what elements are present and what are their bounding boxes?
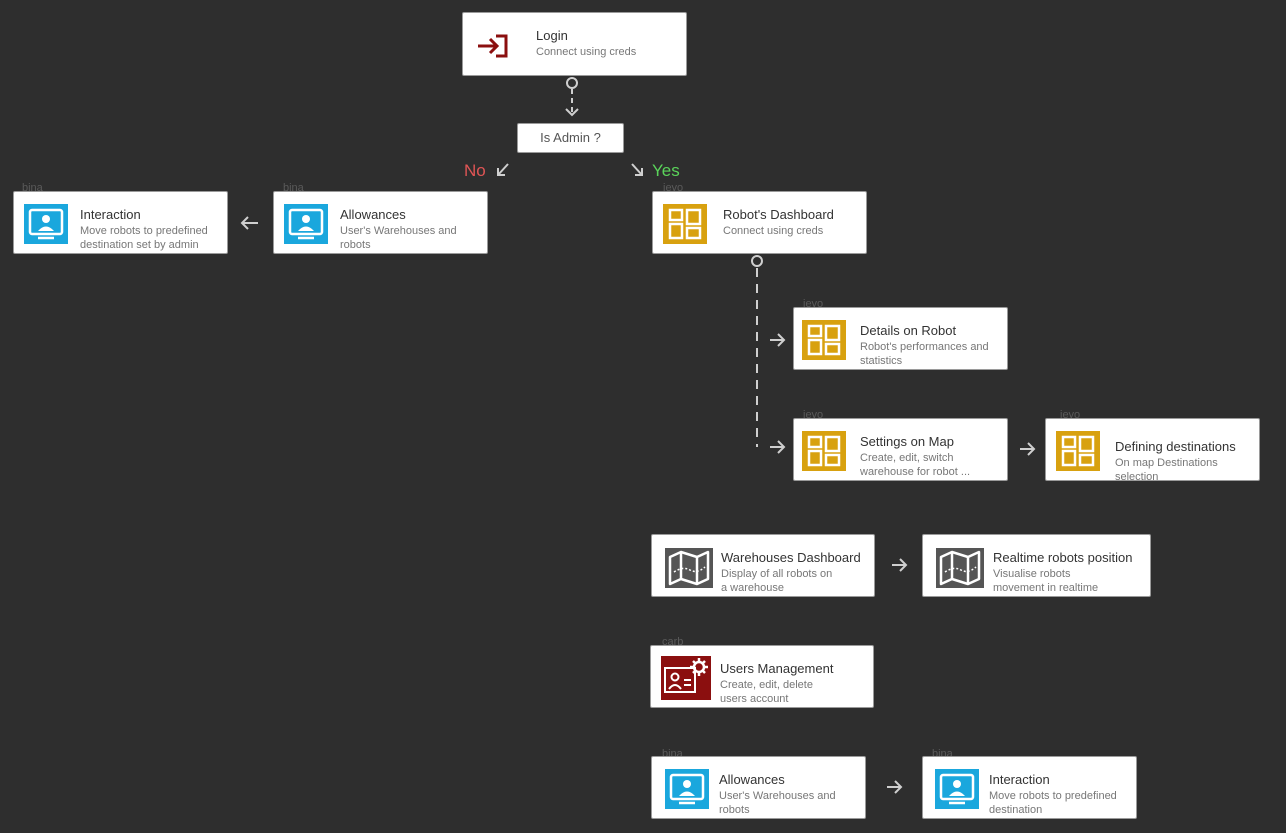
dashboard-icon — [802, 431, 846, 471]
arrowhead — [777, 333, 786, 347]
arrowhead — [635, 168, 643, 176]
arrow-yes-icon — [631, 163, 643, 176]
monitor-user-icon — [933, 769, 981, 809]
node-title: Realtime robots position — [993, 550, 1133, 565]
node-title: Details on Robot — [860, 323, 957, 338]
node-login[interactable]: Login Connect using creds — [462, 12, 687, 76]
user-settings-icon — [661, 656, 711, 700]
node-interaction-bottom[interactable]: Interaction Move robots to predefined de… — [922, 756, 1137, 819]
node-subtitle: Robot's performances and statistics — [860, 341, 989, 367]
node-title: Warehouses Dashboard — [721, 550, 861, 565]
node-warehouses-dashboard[interactable]: Warehouses Dashboard Display of all robo… — [651, 534, 875, 597]
node-allowances[interactable]: Allowances User's Warehouses and robots — [273, 191, 488, 254]
node-subtitle: Move robots to predefined destination se… — [80, 225, 208, 251]
node-realtime-position[interactable]: Realtime robots position Visualise robot… — [922, 534, 1151, 597]
node-title: Allowances — [719, 772, 785, 787]
node-title: Allowances — [340, 207, 406, 222]
node-subtitle: Visualise robots movement in realtime — [993, 568, 1099, 594]
dashboard-icon — [802, 320, 846, 360]
connector-origin — [566, 77, 578, 89]
arrowhead — [894, 780, 903, 794]
node-title: Login — [536, 28, 568, 43]
node-allowances-bottom[interactable]: Allowances User's Warehouses and robots — [651, 756, 866, 819]
map-icon — [936, 548, 984, 588]
arrowhead — [1027, 442, 1036, 456]
node-subtitle: User's Warehouses and robots — [719, 790, 836, 816]
monitor-user-icon — [663, 769, 711, 809]
node-subtitle: On map Destinations selection — [1115, 457, 1218, 483]
node-subtitle: Move robots to predefined destination — [989, 790, 1117, 816]
node-subtitle: Connect using creds — [536, 46, 637, 58]
node-subtitle: Display of all robots on a warehouse — [721, 568, 833, 594]
connector-origin — [751, 255, 763, 267]
arrow-no-icon — [497, 163, 509, 176]
arrowhead — [497, 168, 505, 176]
node-details-robot[interactable]: Details on Robot Robot's performances an… — [793, 307, 1008, 370]
node-title: Interaction — [80, 207, 141, 222]
map-icon — [665, 548, 713, 588]
arrow-down-icon — [565, 108, 579, 117]
node-subtitle: Create, edit, delete users account — [720, 679, 813, 705]
node-users-management[interactable]: Users Management Create, edit, delete us… — [650, 645, 874, 708]
monitor-user-icon — [24, 204, 68, 244]
arrowhead — [777, 440, 786, 454]
node-subtitle: Create, edit, switch warehouse for robot… — [860, 452, 971, 478]
monitor-user-icon — [284, 204, 328, 244]
node-interaction[interactable]: Interaction Move robots to predefined de… — [13, 191, 228, 254]
arrowhead — [899, 558, 908, 572]
branch-yes-label: Yes — [652, 161, 680, 180]
decision-is-admin[interactable]: Is Admin ? — [517, 123, 624, 153]
branch-no-label: No — [464, 161, 486, 180]
node-title: Users Management — [720, 661, 834, 676]
node-title: Settings on Map — [860, 434, 954, 449]
arrowhead — [240, 216, 249, 230]
node-title: Robot's Dashboard — [723, 207, 834, 222]
dashboard-icon — [663, 204, 707, 244]
node-title: Defining destinations — [1115, 439, 1236, 454]
node-subtitle: User's Warehouses and robots — [340, 225, 457, 251]
node-subtitle: Connect using creds — [723, 225, 824, 237]
node-title: Interaction — [989, 772, 1050, 787]
node-settings-map[interactable]: Settings on Map Create, edit, switch war… — [793, 418, 1008, 481]
login-icon — [471, 25, 515, 65]
node-robots-dashboard[interactable]: Robot's Dashboard Connect using creds — [652, 191, 867, 254]
dashboard-icon — [1056, 431, 1100, 471]
node-defining-destinations[interactable]: Defining destinations On map Destination… — [1045, 418, 1260, 483]
